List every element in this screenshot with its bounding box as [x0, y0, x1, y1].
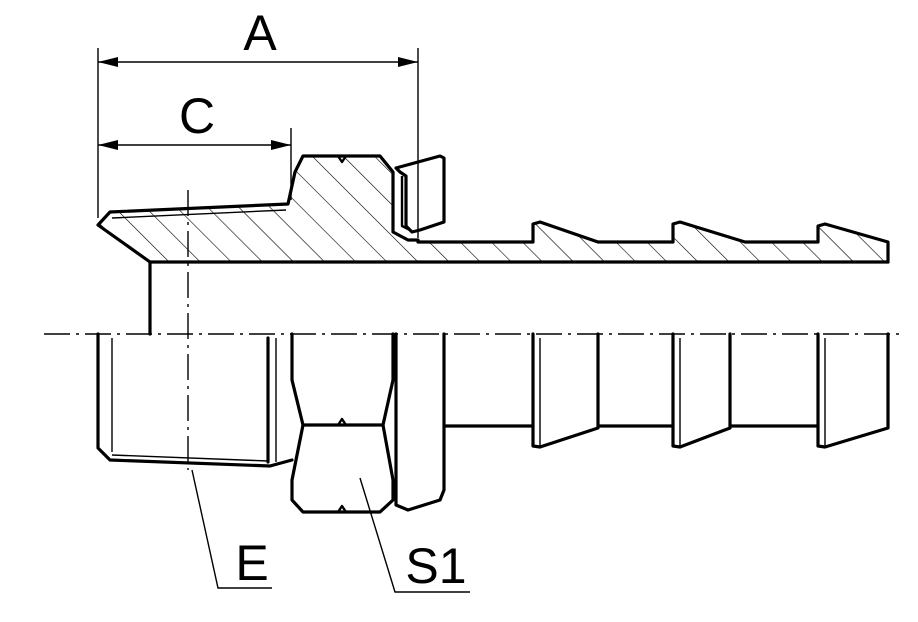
hex-notch-bottom	[337, 504, 347, 513]
dimension-e: E	[187, 190, 272, 591]
thread-minor-line-bottom	[111, 454, 269, 462]
hex-outline	[290, 332, 395, 514]
leader-e	[191, 469, 272, 589]
section-view	[96, 154, 890, 336]
barb-2-outline	[596, 332, 732, 449]
hex-top-notch	[337, 155, 347, 164]
dimension-c: C	[98, 88, 292, 200]
crimp-ring-inner	[400, 176, 411, 232]
exterior-view	[96, 332, 890, 514]
dimension-a: A	[97, 5, 419, 238]
label-a: A	[243, 5, 277, 61]
leader-s1	[359, 477, 470, 593]
crimp-ring-section	[394, 154, 446, 234]
dimension-s1: S1	[359, 477, 470, 594]
barb-stem-outline	[442, 332, 600, 449]
label-c: C	[179, 88, 215, 144]
label-s1: S1	[405, 538, 466, 594]
hex-notch-mid	[337, 417, 347, 426]
label-e: E	[235, 535, 268, 591]
thread-end-outline	[96, 332, 294, 468]
barb-3-outline	[728, 332, 890, 449]
section-hatch-body	[98, 156, 888, 262]
crimp-ring-outline	[394, 332, 446, 512]
thread-minor-line	[111, 209, 287, 219]
section-outline	[96, 154, 890, 264]
